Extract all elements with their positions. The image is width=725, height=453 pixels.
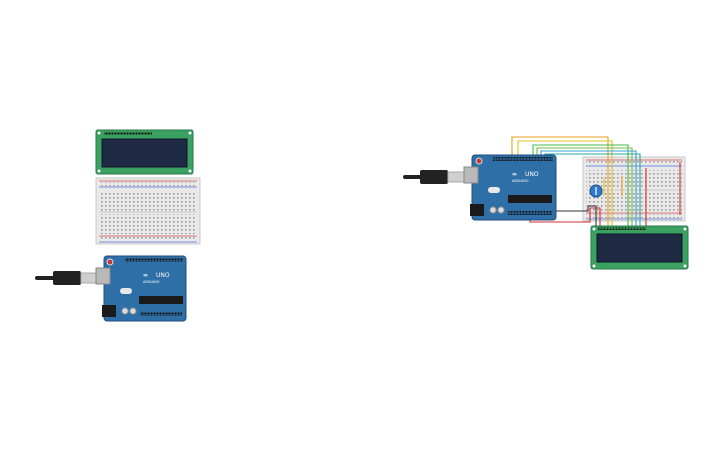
right-lcd-mount-hole (592, 227, 596, 231)
right-potentiometer[interactable] (589, 184, 603, 198)
left-arduino-chip (139, 296, 183, 304)
left-breadboard-holes-bottom (99, 214, 197, 234)
wire-red-power[interactable] (529, 207, 601, 228)
right-arduino-logo-infinity-icon: ∞ (512, 171, 517, 178)
right-arduino-reset-button[interactable] (475, 157, 483, 165)
left-arduino-board[interactable]: ∞ UNO ARDUINO (95, 255, 187, 322)
right-lcd-mount-hole (592, 264, 596, 268)
right-lcd-mount-hole (683, 264, 687, 268)
left-lcd-mount-hole (97, 169, 101, 173)
left-arduino-usb-port (95, 267, 111, 285)
left-arduino-digital-header (125, 258, 183, 262)
right-usb-cable[interactable] (403, 170, 467, 184)
right-breadboard-rail-holes (586, 214, 682, 218)
right-breadboard-holes-top (586, 170, 682, 189)
right-arduino-analog-header (508, 211, 552, 215)
left-lcd-mount-hole (188, 169, 192, 173)
right-lcd-pins (598, 227, 646, 230)
wire-green-2[interactable] (536, 147, 633, 228)
wire-yellow[interactable] (517, 140, 613, 228)
wire-orange[interactable] (511, 136, 609, 228)
right-lcd-mount-hole (683, 227, 687, 231)
right-breadboard-channel (586, 189, 682, 191)
left-lcd-mount-hole (188, 131, 192, 135)
wire-green[interactable] (532, 144, 629, 228)
left-arduino-reset-button[interactable] (106, 258, 114, 266)
left-breadboard-rail-holes (99, 237, 197, 241)
left-lcd-module[interactable] (95, 129, 194, 175)
left-lcd-pins (104, 132, 152, 135)
right-breadboard-rail-holes (586, 161, 682, 165)
left-arduino-crystal (120, 288, 132, 294)
right-arduino-logo-text: UNO (525, 171, 539, 178)
right-arduino-usb-port (463, 166, 479, 184)
left-breadboard-channel (99, 211, 197, 213)
right-arduino-chip (508, 195, 552, 203)
left-arduino-name-text: ARDUINO (143, 280, 160, 284)
right-wires (511, 136, 681, 228)
left-breadboard[interactable] (95, 177, 201, 245)
left-arduino-logo-text: UNO (156, 272, 170, 279)
left-arduino-capacitor (129, 307, 137, 315)
left-usb-cable[interactable] (35, 271, 100, 285)
right-breadboard-holes-bottom (586, 192, 682, 211)
right-arduino-capacitor (489, 206, 497, 214)
right-arduino-board[interactable]: ∞ UNO ARDUINO (463, 154, 557, 221)
left-arduino-analog-header (140, 312, 182, 316)
right-arduino-digital-header (493, 157, 553, 161)
right-lcd-screen (596, 233, 683, 263)
left-lcd-mount-hole (97, 131, 101, 135)
right-arduino-crystal (488, 187, 500, 193)
left-breadboard-holes-top (99, 191, 197, 211)
left-arduino-capacitor (121, 307, 129, 315)
left-circuit: ∞ UNO ARDUINO (35, 129, 201, 322)
left-arduino-power-jack (102, 305, 116, 317)
right-circuit: ∞ UNO ARDUINO (403, 136, 689, 270)
right-arduino-name-text: ARDUINO (512, 179, 529, 183)
right-lcd-module[interactable] (590, 225, 689, 270)
right-arduino-capacitor (497, 206, 505, 214)
left-arduino-logo-infinity-icon: ∞ (143, 272, 148, 279)
left-breadboard-rail-holes (99, 182, 197, 186)
right-arduino-power-jack (470, 204, 484, 216)
left-lcd-screen (101, 138, 188, 168)
